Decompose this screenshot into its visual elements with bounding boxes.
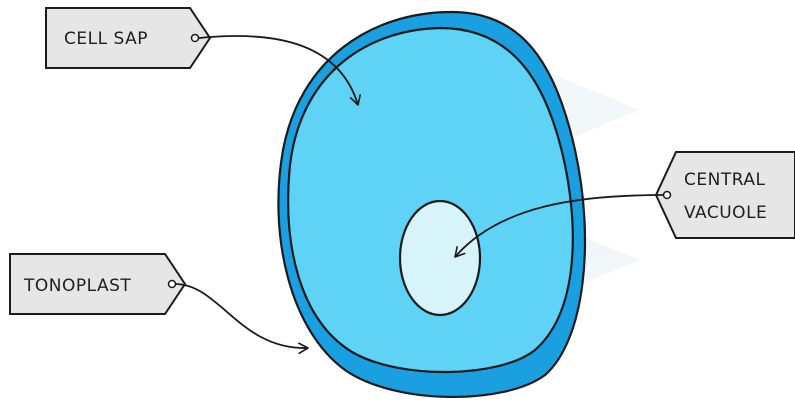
arrow-tonoplast [176,284,308,348]
label-central-vacuole-line2: VACUOLE [684,203,767,223]
label-cell-sap: CELL SAP [64,29,148,49]
tag-shape [656,152,795,238]
tag-tonoplast: TONOPLAST [10,254,185,314]
label-tonoplast: TONOPLAST [23,276,131,296]
tag-hole [169,281,176,288]
tag-cell-sap: CELL SAP [46,8,210,68]
tag-hole [664,192,671,199]
cell-sap-region [288,28,573,372]
tag-central-vacuole: CENTRAL VACUOLE [656,152,795,238]
label-central-vacuole-line1: CENTRAL [684,170,765,190]
tag-hole [192,35,199,42]
central-vacuole [400,201,480,315]
